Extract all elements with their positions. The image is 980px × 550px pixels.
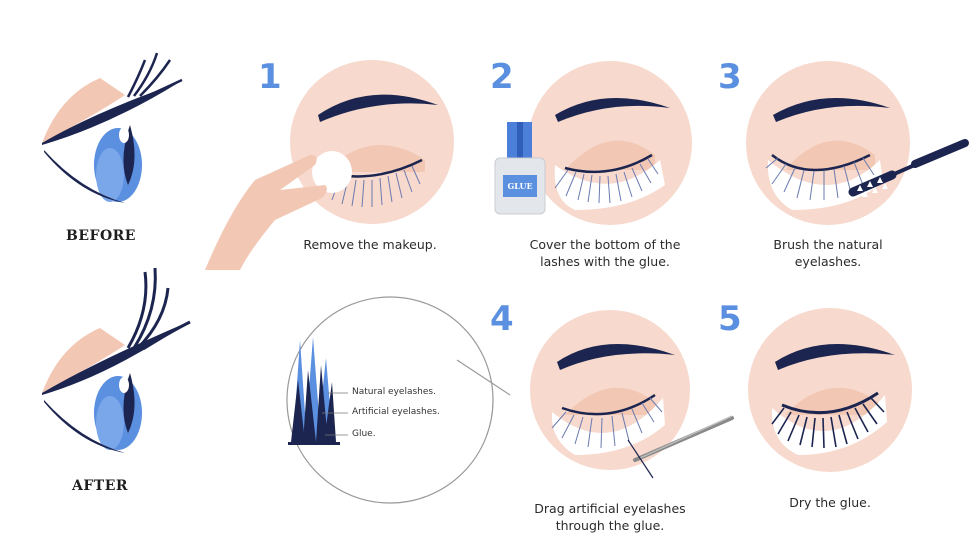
caption-line: Brush the natural xyxy=(773,237,883,252)
step-1-illustration xyxy=(200,60,470,280)
lash-detail-magnifier: Natural eyelashes. Artificial eyelashes.… xyxy=(260,290,520,510)
step-1-caption: Remove the makeup. xyxy=(303,237,437,252)
eyebrow-icon xyxy=(318,94,438,122)
step-5-number: 5 xyxy=(718,299,742,339)
after-label: AFTER xyxy=(72,478,129,494)
hand-icon xyxy=(205,155,327,270)
eyebrow-icon xyxy=(773,98,890,122)
step-3-number: 3 xyxy=(718,57,742,97)
glue-layer xyxy=(551,398,665,455)
glue-bottle-icon xyxy=(494,122,546,215)
magnifier-pointer-line xyxy=(456,359,511,396)
step-4-number: 4 xyxy=(490,299,514,339)
step-2-number: 2 xyxy=(490,57,514,97)
before-eye-illustration xyxy=(0,0,200,260)
step-2-illustration xyxy=(480,60,720,240)
cotton-pad-icon xyxy=(312,151,352,193)
glue-bottle-label: GLUE xyxy=(507,181,533,191)
step-2-caption: Cover the bottom of the lashes with the … xyxy=(515,236,695,270)
step-3-caption: Brush the natural eyelashes. xyxy=(748,236,908,270)
step-5-illustration xyxy=(700,290,980,490)
eyebrow-icon xyxy=(775,344,895,370)
caption-line: lashes with the glue. xyxy=(540,254,670,269)
caption-line: through the glue. xyxy=(555,518,665,533)
tweezers-icon xyxy=(627,415,734,479)
before-label: BEFORE xyxy=(66,228,136,244)
lash-cluster-icon xyxy=(288,337,340,445)
glue-layer xyxy=(554,160,665,210)
eye-side-view-icon xyxy=(42,52,183,203)
step-4-caption: Drag artificial eyelashes through the gl… xyxy=(515,500,705,534)
legend-glue: Glue. xyxy=(352,429,376,439)
step-1-number: 1 xyxy=(258,57,282,97)
mascara-wand-icon xyxy=(848,139,969,197)
eyebrow-icon xyxy=(557,344,675,370)
legend-natural-eyelashes: Natural eyelashes. xyxy=(352,387,436,397)
after-eye-illustration xyxy=(0,260,200,460)
step-4-illustration xyxy=(480,290,740,490)
eyebrow-icon xyxy=(555,98,670,122)
caption-line: Drag artificial eyelashes xyxy=(534,501,686,516)
step-3-illustration xyxy=(700,60,980,240)
legend-artificial-eyelashes: Artificial eyelashes. xyxy=(352,407,440,417)
caption-line: eyelashes. xyxy=(794,254,862,269)
caption-line: Cover the bottom of the xyxy=(529,237,681,252)
eye-side-view-icon xyxy=(42,267,191,453)
step-5-caption: Dry the glue. xyxy=(789,495,871,510)
